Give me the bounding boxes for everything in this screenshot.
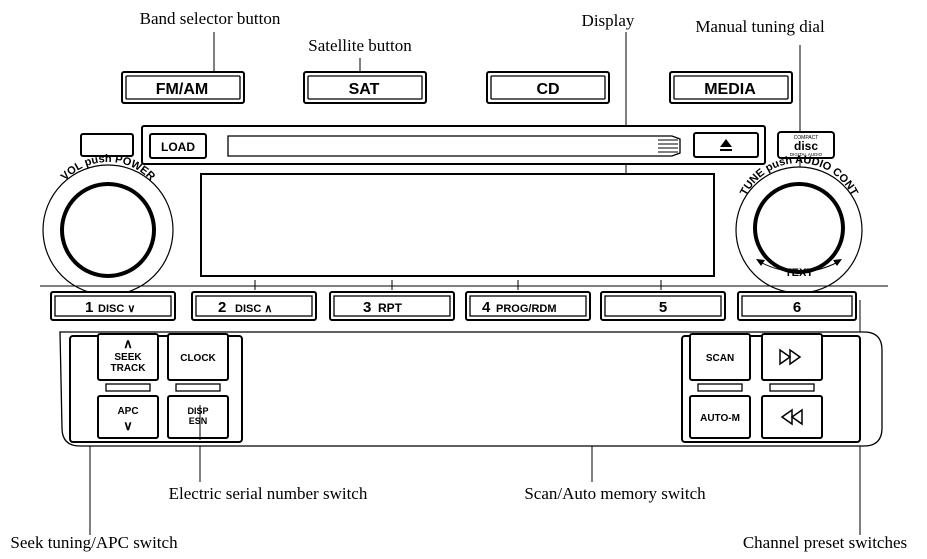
preset-2-button[interactable]: 2 DISC ∧ <box>191 291 317 321</box>
svg-text:COMPACT: COMPACT <box>794 135 819 141</box>
eject-button[interactable] <box>693 132 759 158</box>
media-label: MEDIA <box>704 81 756 98</box>
preset-6-number: 6 <box>793 299 801 316</box>
esn-switch-callout: Electric serial number switch <box>169 484 368 503</box>
preset-1-sub: DISC ∨ <box>98 303 135 315</box>
seek-right-indicator <box>769 383 815 392</box>
svg-text:DIGITAL AUDIO: DIGITAL AUDIO <box>790 152 823 157</box>
volume-knob[interactable]: VOL push POWER <box>42 153 174 296</box>
preset-2-number: 2 <box>218 299 226 316</box>
compact-disc-logo: COMPACT disc DIGITAL AUDIO <box>777 131 835 159</box>
clock-label: CLOCK <box>180 353 216 364</box>
seek-apc-callout: Seek tuning/APC switch <box>10 533 178 552</box>
preset-5-button[interactable]: 5 <box>600 291 726 321</box>
scan-indicator <box>697 383 743 392</box>
channel-preset-callout: Channel preset switches <box>743 533 907 552</box>
clock-button[interactable]: CLOCK <box>167 333 229 381</box>
seek-label: SEEK <box>114 352 142 363</box>
disp-label: DISP <box>187 406 208 416</box>
preset-4-number: 4 <box>482 299 491 316</box>
preset-1-button[interactable]: 1 DISC ∨ <box>50 291 176 321</box>
tune-knob[interactable]: TUNE push AUDIO CONT TEXT <box>735 154 863 294</box>
sat-button[interactable]: SAT <box>303 71 427 104</box>
preset-5-number: 5 <box>659 299 667 316</box>
eject-icon <box>720 139 732 151</box>
apc-button[interactable]: APC ∨ <box>97 395 159 439</box>
auto-m-label: AUTO-M <box>700 413 740 424</box>
arrow-left-icon <box>756 259 765 266</box>
preset-4-button[interactable]: 4 PROG/RDM <box>465 291 591 321</box>
auto-m-button[interactable]: AUTO-M <box>689 395 751 439</box>
preset-1-number: 1 <box>85 299 93 316</box>
load-button[interactable]: LOAD <box>149 133 207 159</box>
preset-6-button[interactable]: 6 <box>737 291 857 321</box>
fmam-label: FM/AM <box>156 81 208 98</box>
callout-lines <box>89 32 861 535</box>
fast-forward-icon <box>779 348 802 366</box>
rewind-button[interactable] <box>761 395 823 439</box>
seek-indicator <box>105 383 151 392</box>
preset-2-sub: DISC ∧ <box>235 303 272 315</box>
scan-label: SCAN <box>706 353 734 364</box>
rewind-icon <box>780 408 803 426</box>
scan-button[interactable]: SCAN <box>689 333 751 381</box>
lower-panel <box>59 331 883 447</box>
load-label: LOAD <box>161 140 195 154</box>
preset-4-sub: PROG/RDM <box>496 303 557 315</box>
display-callout: Display <box>582 11 635 30</box>
fast-forward-button[interactable] <box>761 333 823 381</box>
preset-3-number: 3 <box>363 299 371 316</box>
esn-label: ESN <box>189 416 208 426</box>
media-button[interactable]: MEDIA <box>669 71 793 104</box>
band-selector-callout: Band selector button <box>140 9 281 28</box>
seek-up-arrow-icon: ∧ <box>123 336 133 351</box>
text-label: TEXT <box>785 267 813 279</box>
fmam-button[interactable]: FM/AM <box>121 71 245 104</box>
satellite-callout: Satellite button <box>308 36 412 55</box>
arrow-right-icon <box>833 259 842 266</box>
display-screen <box>200 173 715 277</box>
cd-label: CD <box>536 81 559 98</box>
blank-button[interactable] <box>80 133 134 157</box>
disc-slot <box>227 135 681 157</box>
track-label: TRACK <box>111 363 147 374</box>
cd-button[interactable]: CD <box>486 71 610 104</box>
svg-text:disc: disc <box>794 139 818 153</box>
apc-down-arrow-icon: ∨ <box>123 418 133 433</box>
preset-3-sub: RPT <box>378 301 403 315</box>
sat-label: SAT <box>349 81 380 98</box>
manual-tuning-callout: Manual tuning dial <box>695 17 825 36</box>
scan-auto-callout: Scan/Auto memory switch <box>524 484 706 503</box>
seek-track-button[interactable]: ∧ SEEK TRACK <box>97 333 159 381</box>
disp-esn-button[interactable]: DISP ESN <box>167 395 229 439</box>
preset-3-button[interactable]: 3 RPT <box>329 291 455 321</box>
clock-indicator <box>175 383 221 392</box>
apc-label: APC <box>117 406 138 417</box>
